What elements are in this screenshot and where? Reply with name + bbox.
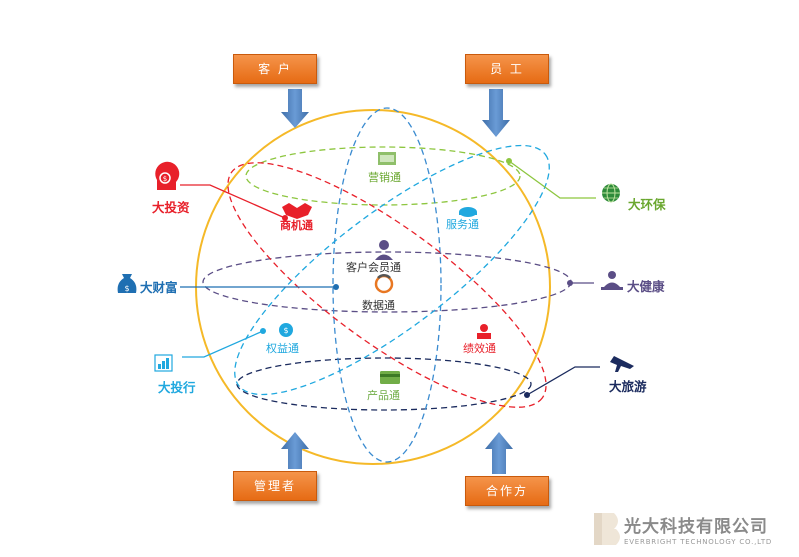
handshake-icon xyxy=(282,203,312,219)
label-marketing: 营销通 xyxy=(368,171,401,184)
company-name-cn: 光大科技有限公司 xyxy=(624,517,768,537)
svg-text:$: $ xyxy=(163,175,167,183)
member-icon xyxy=(375,240,393,260)
airplane-icon xyxy=(610,356,634,372)
label-equity: 权益通 xyxy=(266,342,299,355)
connector-big-investbank xyxy=(182,330,264,358)
label-product: 产品通 xyxy=(367,389,400,402)
management-box: 管理者 xyxy=(233,471,317,501)
label-data: 数据通 xyxy=(362,299,395,312)
label-big-investbank: 大投行 xyxy=(158,380,196,395)
ring-bottom-navy xyxy=(236,357,532,411)
arrow-up-partner xyxy=(485,432,513,474)
ring-vertical-blue xyxy=(332,107,442,463)
label-member: 客户会员通 xyxy=(346,261,401,274)
arrow-up-management xyxy=(281,432,309,469)
product-card-icon xyxy=(380,371,400,384)
arrow-down-customer xyxy=(281,89,309,128)
svg-text:$: $ xyxy=(283,326,288,335)
label-service: 服务通 xyxy=(446,218,479,231)
company-name-en: EVERBRIGHT TECHNOLOGY CO.,LTD xyxy=(624,538,773,546)
employee-box: 员 工 xyxy=(465,54,549,84)
svg-text:$: $ xyxy=(124,284,129,293)
connector-dot-big-travel xyxy=(524,392,530,398)
equity-icon: $ xyxy=(279,323,293,337)
label-big-wealth: 大财富 xyxy=(140,280,178,295)
globe-icon xyxy=(602,183,620,203)
label-performance: 绩效通 xyxy=(463,342,496,355)
connector-big-eco xyxy=(508,160,596,199)
investment-icon: $ xyxy=(155,161,180,190)
connector-big-invest xyxy=(180,184,286,219)
company-logo: 光大科技有限公司 EVERBRIGHT TECHNOLOGY CO.,LTD xyxy=(624,512,772,546)
connector-big-travel xyxy=(526,366,600,396)
arrow-down-employee xyxy=(482,89,510,137)
label-big-health: 大健康 xyxy=(627,279,665,294)
money-bag-icon: $ xyxy=(117,274,137,293)
label-business: 商机通 xyxy=(280,219,313,232)
connector-dot-big-invest xyxy=(282,215,288,221)
company-logo-mark xyxy=(594,513,620,545)
service-icon xyxy=(459,207,477,217)
data-cycle-icon xyxy=(374,274,394,294)
connector-dot-big-wealth xyxy=(333,284,339,290)
health-person-icon xyxy=(601,271,623,290)
connector-dot-big-investbank xyxy=(260,328,266,334)
bar-chart-icon xyxy=(154,354,173,372)
label-big-travel: 大旅游 xyxy=(609,379,647,394)
connector-dot-big-eco xyxy=(506,158,512,164)
ring-diagonal-red xyxy=(227,162,547,408)
label-big-invest: 大投资 xyxy=(152,200,190,215)
partner-box: 合作方 xyxy=(465,476,549,506)
label-big-eco: 大环保 xyxy=(628,197,666,212)
marketing-icon xyxy=(378,152,396,165)
performance-icon xyxy=(477,324,491,339)
connector-dot-big-health xyxy=(567,280,573,286)
ring-diagonal-cyan xyxy=(234,144,550,396)
customer-box: 客 户 xyxy=(233,54,317,84)
